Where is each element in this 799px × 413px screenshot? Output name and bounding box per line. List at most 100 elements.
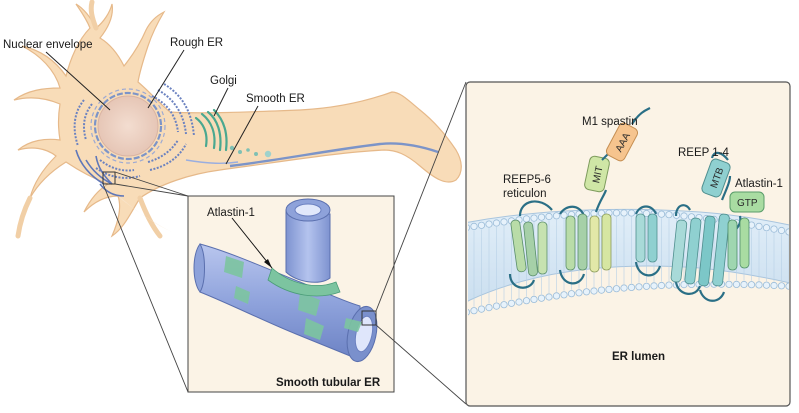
mtb-domain: MTB: [701, 158, 731, 198]
lipid-head: [492, 302, 501, 310]
lipid-head: [762, 281, 771, 289]
lipid-head: [665, 211, 673, 219]
tube-zoom-box: [361, 310, 377, 326]
lipid-head: [456, 226, 462, 232]
lipid-head: [605, 285, 613, 293]
lipid-head: [635, 283, 643, 291]
lipid-head: [627, 283, 636, 291]
lipid-head: [448, 312, 454, 318]
tubular-er-inset: Atlastin-1 Smooth tubular ER: [187, 195, 395, 393]
lipid-head: [537, 294, 546, 302]
golgi-stacks: [194, 108, 228, 152]
lipid-head: [785, 228, 789, 236]
lipid-head: [468, 308, 471, 316]
reep5-6-reticulon-proteins: [508, 200, 588, 289]
axon-smooth-er: [229, 142, 439, 168]
neuron-cell: [13, 0, 462, 239]
lipid-head: [441, 228, 447, 234]
label-smooth-er: Smooth ER: [246, 93, 305, 105]
label-smooth-tubular-er: Smooth tubular ER: [276, 377, 381, 389]
m1-spastin: MIT AAA M1 spastin: [582, 107, 651, 273]
lipid-head: [725, 280, 733, 288]
lipid-head: [441, 314, 447, 320]
lipid-head: [793, 283, 799, 289]
lipid-head: [567, 290, 576, 298]
lipid-head: [485, 220, 493, 228]
lipid-head: [582, 288, 591, 296]
membrane-panel: ER lumen MIT AAA: [441, 81, 799, 407]
reep1-4-mtb: MTB REEP 1-4: [670, 147, 732, 302]
lipid-head: [448, 227, 454, 233]
label-rough-er: Rough ER: [170, 37, 223, 49]
nuclear-envelope-ring-inner: [90, 88, 166, 164]
label-nuclear-envelope: Nuclear envelope: [3, 39, 93, 51]
lipid-head: [620, 284, 628, 292]
lipid-head: [545, 212, 553, 221]
axon-smooth-er-2: [185, 159, 239, 165]
lipid-head: [665, 281, 673, 289]
lipid-head: [620, 209, 628, 217]
golgi-vesicles: [229, 145, 272, 158]
lipid-head: [770, 225, 778, 233]
label-er-lumen: ER lumen: [612, 351, 665, 363]
lipid-head: [530, 214, 538, 222]
lipid-head: [642, 209, 651, 218]
lipid-head: [627, 209, 636, 217]
zoom-lines-right: [375, 81, 467, 405]
lipid-head: [755, 222, 763, 230]
lipid-head: [537, 213, 546, 221]
lipid-head: [770, 281, 778, 290]
lipid-head: [515, 298, 523, 306]
lipid-head: [507, 299, 516, 307]
label-reticulon: reticulon: [503, 188, 546, 200]
lipid-head: [657, 210, 666, 218]
lipid-head: [747, 281, 756, 289]
lipid-head: [500, 218, 508, 226]
lipid-head: [522, 215, 531, 223]
lipid-head: [612, 285, 621, 293]
atlastin-arrow: [231, 217, 273, 269]
rough-er-stacks: [73, 83, 195, 179]
gtp-domain: [729, 191, 765, 213]
lipid-head: [470, 307, 478, 315]
reep1-4-small: [634, 205, 662, 277]
label-atlastin-inset: Atlastin-1: [207, 207, 255, 219]
mit-domain: MIT: [584, 155, 610, 193]
zoom-lines-left: [102, 171, 189, 393]
nucleus: [97, 95, 159, 157]
lipid-head: [477, 305, 486, 313]
lipid-head: [560, 291, 568, 299]
lipid-head: [777, 226, 786, 235]
lipid-head: [552, 292, 561, 300]
lipid-head: [500, 301, 508, 309]
lipid-head: [552, 212, 561, 220]
lipid-head: [612, 209, 621, 217]
label-m1-spastin: M1 spastin: [582, 116, 638, 128]
lipid-head: [545, 293, 553, 301]
label-reep-1-4: REEP 1-4: [678, 147, 730, 159]
lipid-head: [762, 224, 771, 232]
label-reep5-6: REEP5-6: [503, 174, 551, 186]
neuron-labels: Nuclear envelope Rough ER Golgi Smooth E…: [3, 37, 305, 165]
neuron-zoom-box: [102, 171, 116, 185]
lipid-head: [785, 282, 789, 290]
lipid-head: [575, 289, 583, 297]
gtp-domain-label: GTP: [737, 198, 758, 209]
lipid-head: [755, 281, 763, 289]
atlastin-1-protein: GTP Atlastin-1: [727, 178, 783, 271]
lipid-head: [650, 282, 658, 290]
lipid-head: [456, 311, 462, 317]
nuclear-envelope-ring: [93, 91, 163, 161]
svg-text:MIT: MIT: [591, 165, 605, 184]
er-tube-vertical: [267, 198, 341, 297]
lipid-head: [522, 297, 531, 305]
lipid-head: [470, 222, 478, 230]
lipid-head: [680, 280, 688, 289]
lipid-head: [560, 211, 568, 219]
lipid-head: [492, 219, 501, 227]
label-golgi: Golgi: [210, 75, 237, 87]
lipid-head: [485, 303, 493, 312]
lipid-head: [597, 286, 606, 294]
lipid-head: [793, 230, 799, 236]
